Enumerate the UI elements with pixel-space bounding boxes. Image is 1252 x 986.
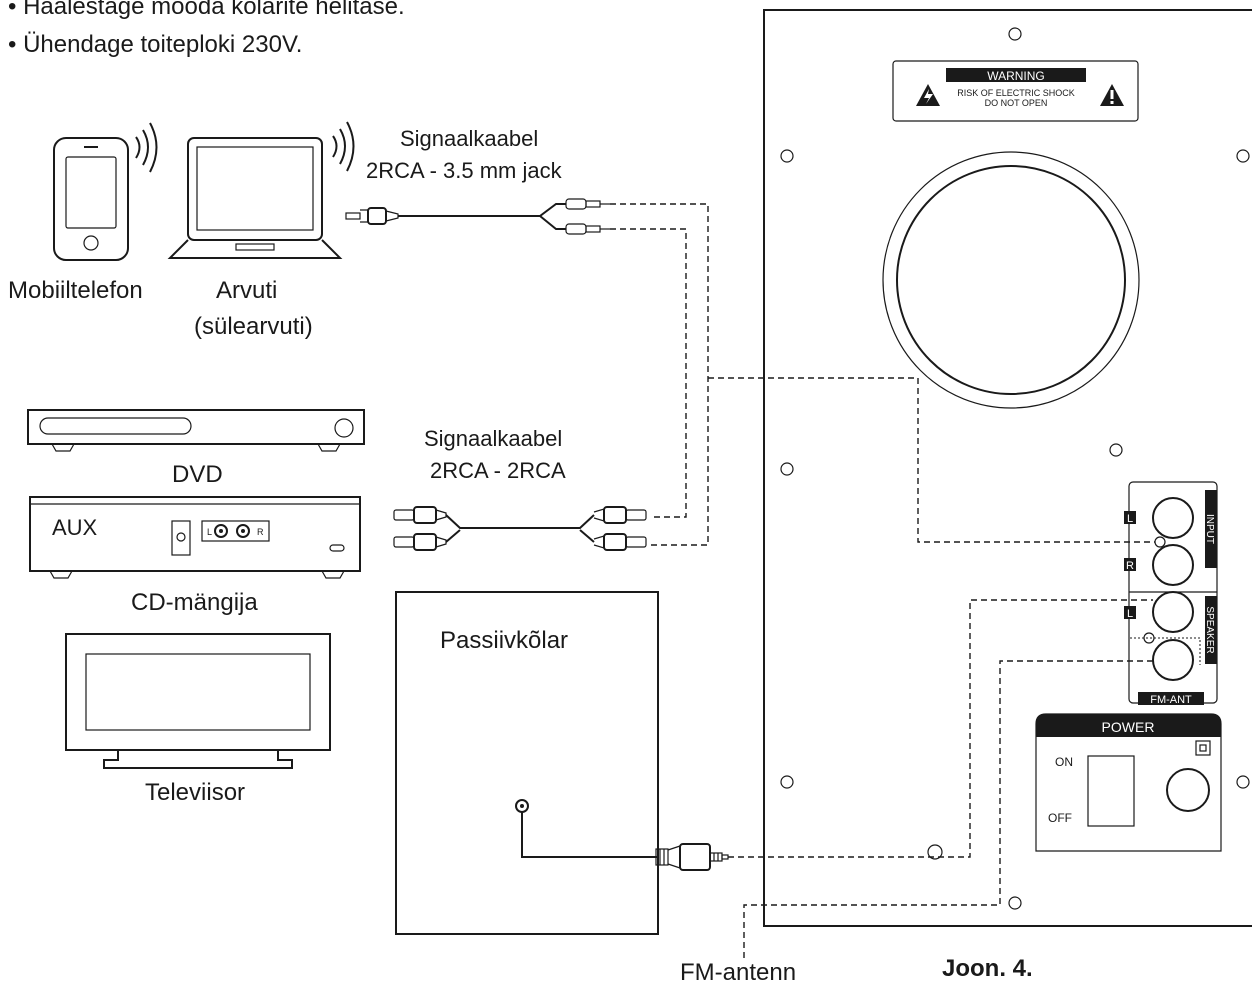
double-insulation-icon [1195,740,1211,756]
cd-aux-label: AUX [52,515,98,540]
port-outer-ring [882,151,1140,409]
screw-icon [1109,443,1123,457]
jack-cable-label-2: 2RCA - 3.5 mm jack [366,158,563,183]
figure-label: Joon. 4. [942,955,1033,982]
speaker-jack-plug [655,843,729,871]
cd-player-label: CD-mängija [131,589,258,616]
speaker-jack [1152,591,1194,633]
rca-rca-cable [393,506,647,551]
dvd-illustration [27,409,365,452]
screw-icon [780,149,794,163]
screw-icon [1236,149,1250,163]
power-label: POWER [1102,719,1155,735]
warning-line1: RISK OF ELECTRIC SHOCK [957,88,1075,98]
input-r-tag: R [1126,560,1134,572]
laptop-illustration [167,121,355,259]
speaker-label: SPEAKER [1204,606,1215,653]
power-socket [1166,768,1210,812]
speaker-l-tag: L [1127,608,1133,620]
cd-r-label: R [257,527,264,537]
phone-label: Mobiiltelefon [8,277,143,304]
connection-lines [610,203,1155,962]
tv-illustration [65,633,331,769]
subwoofer-panel: WARNING RISK OF ELECTRIC SHOCK DO NOT OP… [763,9,1252,927]
fm-ant-label: FM-ANT [1150,694,1192,706]
tv-label: Televiisor [145,779,245,806]
warning-line2: DO NOT OPEN [985,98,1048,108]
warning-label: WARNING RISK OF ELECTRIC SHOCK DO NOT OP… [892,60,1139,122]
screw-icon [780,462,794,476]
input-r-jack [1152,544,1194,586]
screw-icon [927,844,943,860]
warning-title: WARNING [987,69,1045,83]
rca-jack-cable [345,198,610,235]
fm-ant-jack [1152,639,1194,681]
port-inner-ring [896,165,1126,395]
rca-cable-label-2: 2RCA - 2RCA [430,458,566,483]
power-on-label: ON [1055,755,1073,769]
instruction-2: • Ühendage toiteploki 230V. [8,31,302,58]
instruction-1: • Häälestage mööda kõlarite helitase. [8,0,405,20]
rca-cable-label-1: Signaalkaabel [424,426,562,451]
dvd-label: DVD [172,461,223,488]
power-off-label: OFF [1048,811,1072,825]
input-label: INPUT [1204,514,1215,544]
passive-speaker-label: Passiivkõlar [440,627,568,654]
connector-board: INPUT SPEAKER L R L FM-ANT [1124,481,1218,706]
screw-icon [1008,27,1022,41]
power-panel: POWER ON OFF [1035,713,1222,852]
laptop-label-2: (sülearvuti) [194,313,313,340]
fm-antenna-label: FM-antenn [680,959,796,986]
input-l-tag: L [1127,513,1133,525]
jack-cable-label-1: Signaalkaabel [400,126,538,151]
phone-illustration [53,122,158,261]
input-l-jack [1152,497,1194,539]
screw-icon [780,775,794,789]
screw-icon [1236,775,1250,789]
laptop-label-1: Arvuti [216,277,277,304]
screw-icon [1008,896,1022,910]
cd-l-label: L [207,527,212,537]
cd-player-illustration: AUX L R [29,496,361,579]
wireless-signal-icon [135,136,141,159]
power-switch[interactable] [1087,755,1135,827]
passive-speaker-illustration [395,591,659,935]
wireless-signal-icon [332,135,338,158]
